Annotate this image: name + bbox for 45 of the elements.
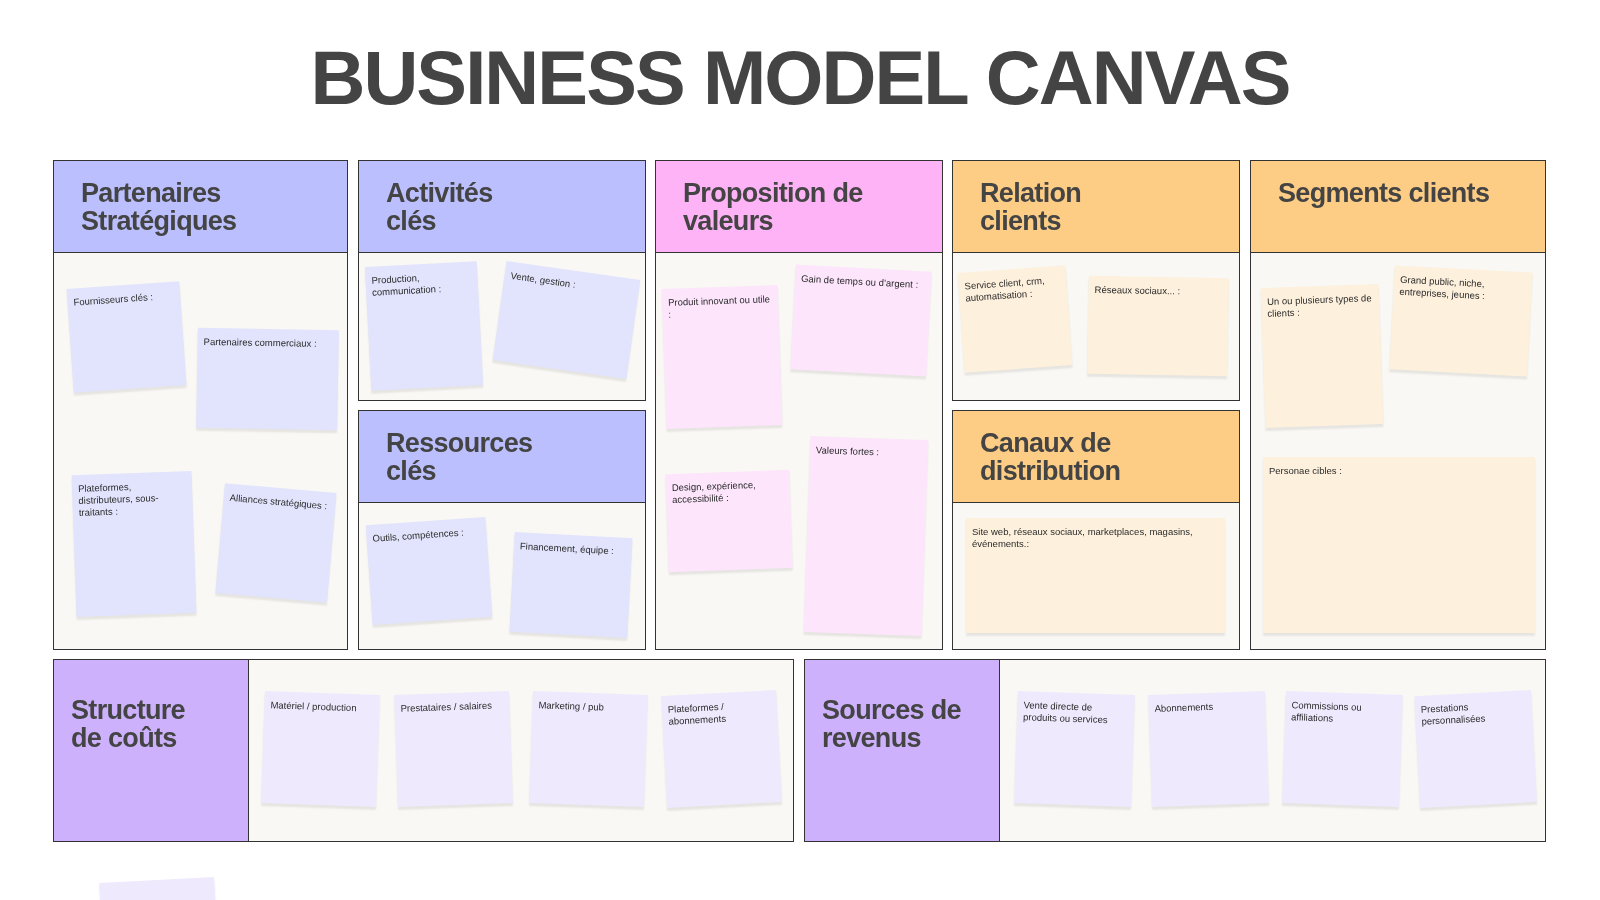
section-heading: Ressources clés <box>386 429 534 485</box>
sticky-note: Abonnements <box>1148 691 1269 807</box>
sticky-note: Site web, réseaux sociaux, marketplaces, magasins, événements.: <box>966 518 1225 633</box>
canvas-section <box>804 659 1546 842</box>
sticky-note: Design, expérience, accessibilité : <box>665 469 793 573</box>
sticky-note: Fournisseurs clés : <box>66 281 187 393</box>
section-heading: Relation clients <box>980 179 1083 235</box>
section-heading: Activités clés <box>386 179 494 235</box>
sticky-note: Plateformes, distributeurs, sous-traitants : <box>71 470 197 618</box>
sticky-note: Personae cibles : <box>1263 457 1535 633</box>
sticky-note: Commissions ou affiliations <box>1282 691 1403 807</box>
sticky-note: Produit innovant ou utile : <box>661 285 783 429</box>
section-heading: Sources de revenus <box>822 696 962 752</box>
canvas-section <box>358 410 646 650</box>
canvas-section <box>358 160 646 401</box>
sticky-note: Partenaires commerciaux : <box>196 327 339 431</box>
canvas-section <box>1250 160 1546 650</box>
sticky-note: Un ou plusieurs types de clients : <box>1260 284 1384 428</box>
sticky-note: Marketing / pub <box>529 691 648 807</box>
section-heading: Partenaires Stratégiques <box>81 179 238 235</box>
section-heading: Canaux de distribution <box>980 429 1122 485</box>
sticky-note: Production, communication : <box>364 261 484 391</box>
sticky-note: Valeurs fortes : <box>803 436 929 636</box>
sticky-note: Grand public, niche, entreprises, jeunes : <box>1389 265 1533 377</box>
sticky-note: Outils, compétences : <box>365 516 493 626</box>
sticky-note: Gain de temps ou d’argent : <box>790 264 932 377</box>
canvas-section <box>53 160 348 650</box>
canvas-section <box>952 410 1240 650</box>
sticky-note: Alliances stratégiques : <box>215 483 337 603</box>
sticky-note: Financement, équipe : <box>509 532 633 638</box>
sticky-note: Plateformes / abonnements <box>661 690 782 808</box>
sticky-note: Matériel / production <box>261 691 380 807</box>
sticky-note: Réseaux sociaux... : <box>1087 275 1229 377</box>
canvas-section <box>952 160 1240 401</box>
section-heading: Proposition de valeurs <box>683 179 864 235</box>
canvas-section <box>53 659 794 842</box>
section-heading: Segments clients <box>1278 179 1491 207</box>
canvas-section <box>655 160 943 650</box>
sticky-note: Vente, gestion : <box>492 261 641 379</box>
sticky-note: Service client, crm, automatisation : <box>957 265 1073 373</box>
sticky-note: Vente directe de produits ou services <box>1014 691 1135 807</box>
sticky-note: Prestataires / salaires <box>394 691 513 807</box>
title: BUSINESS MODEL CANVAS <box>310 40 1290 116</box>
sticky-note: Prestations personnalisées <box>1414 690 1537 808</box>
section-heading: Structure de coûts <box>71 696 186 752</box>
